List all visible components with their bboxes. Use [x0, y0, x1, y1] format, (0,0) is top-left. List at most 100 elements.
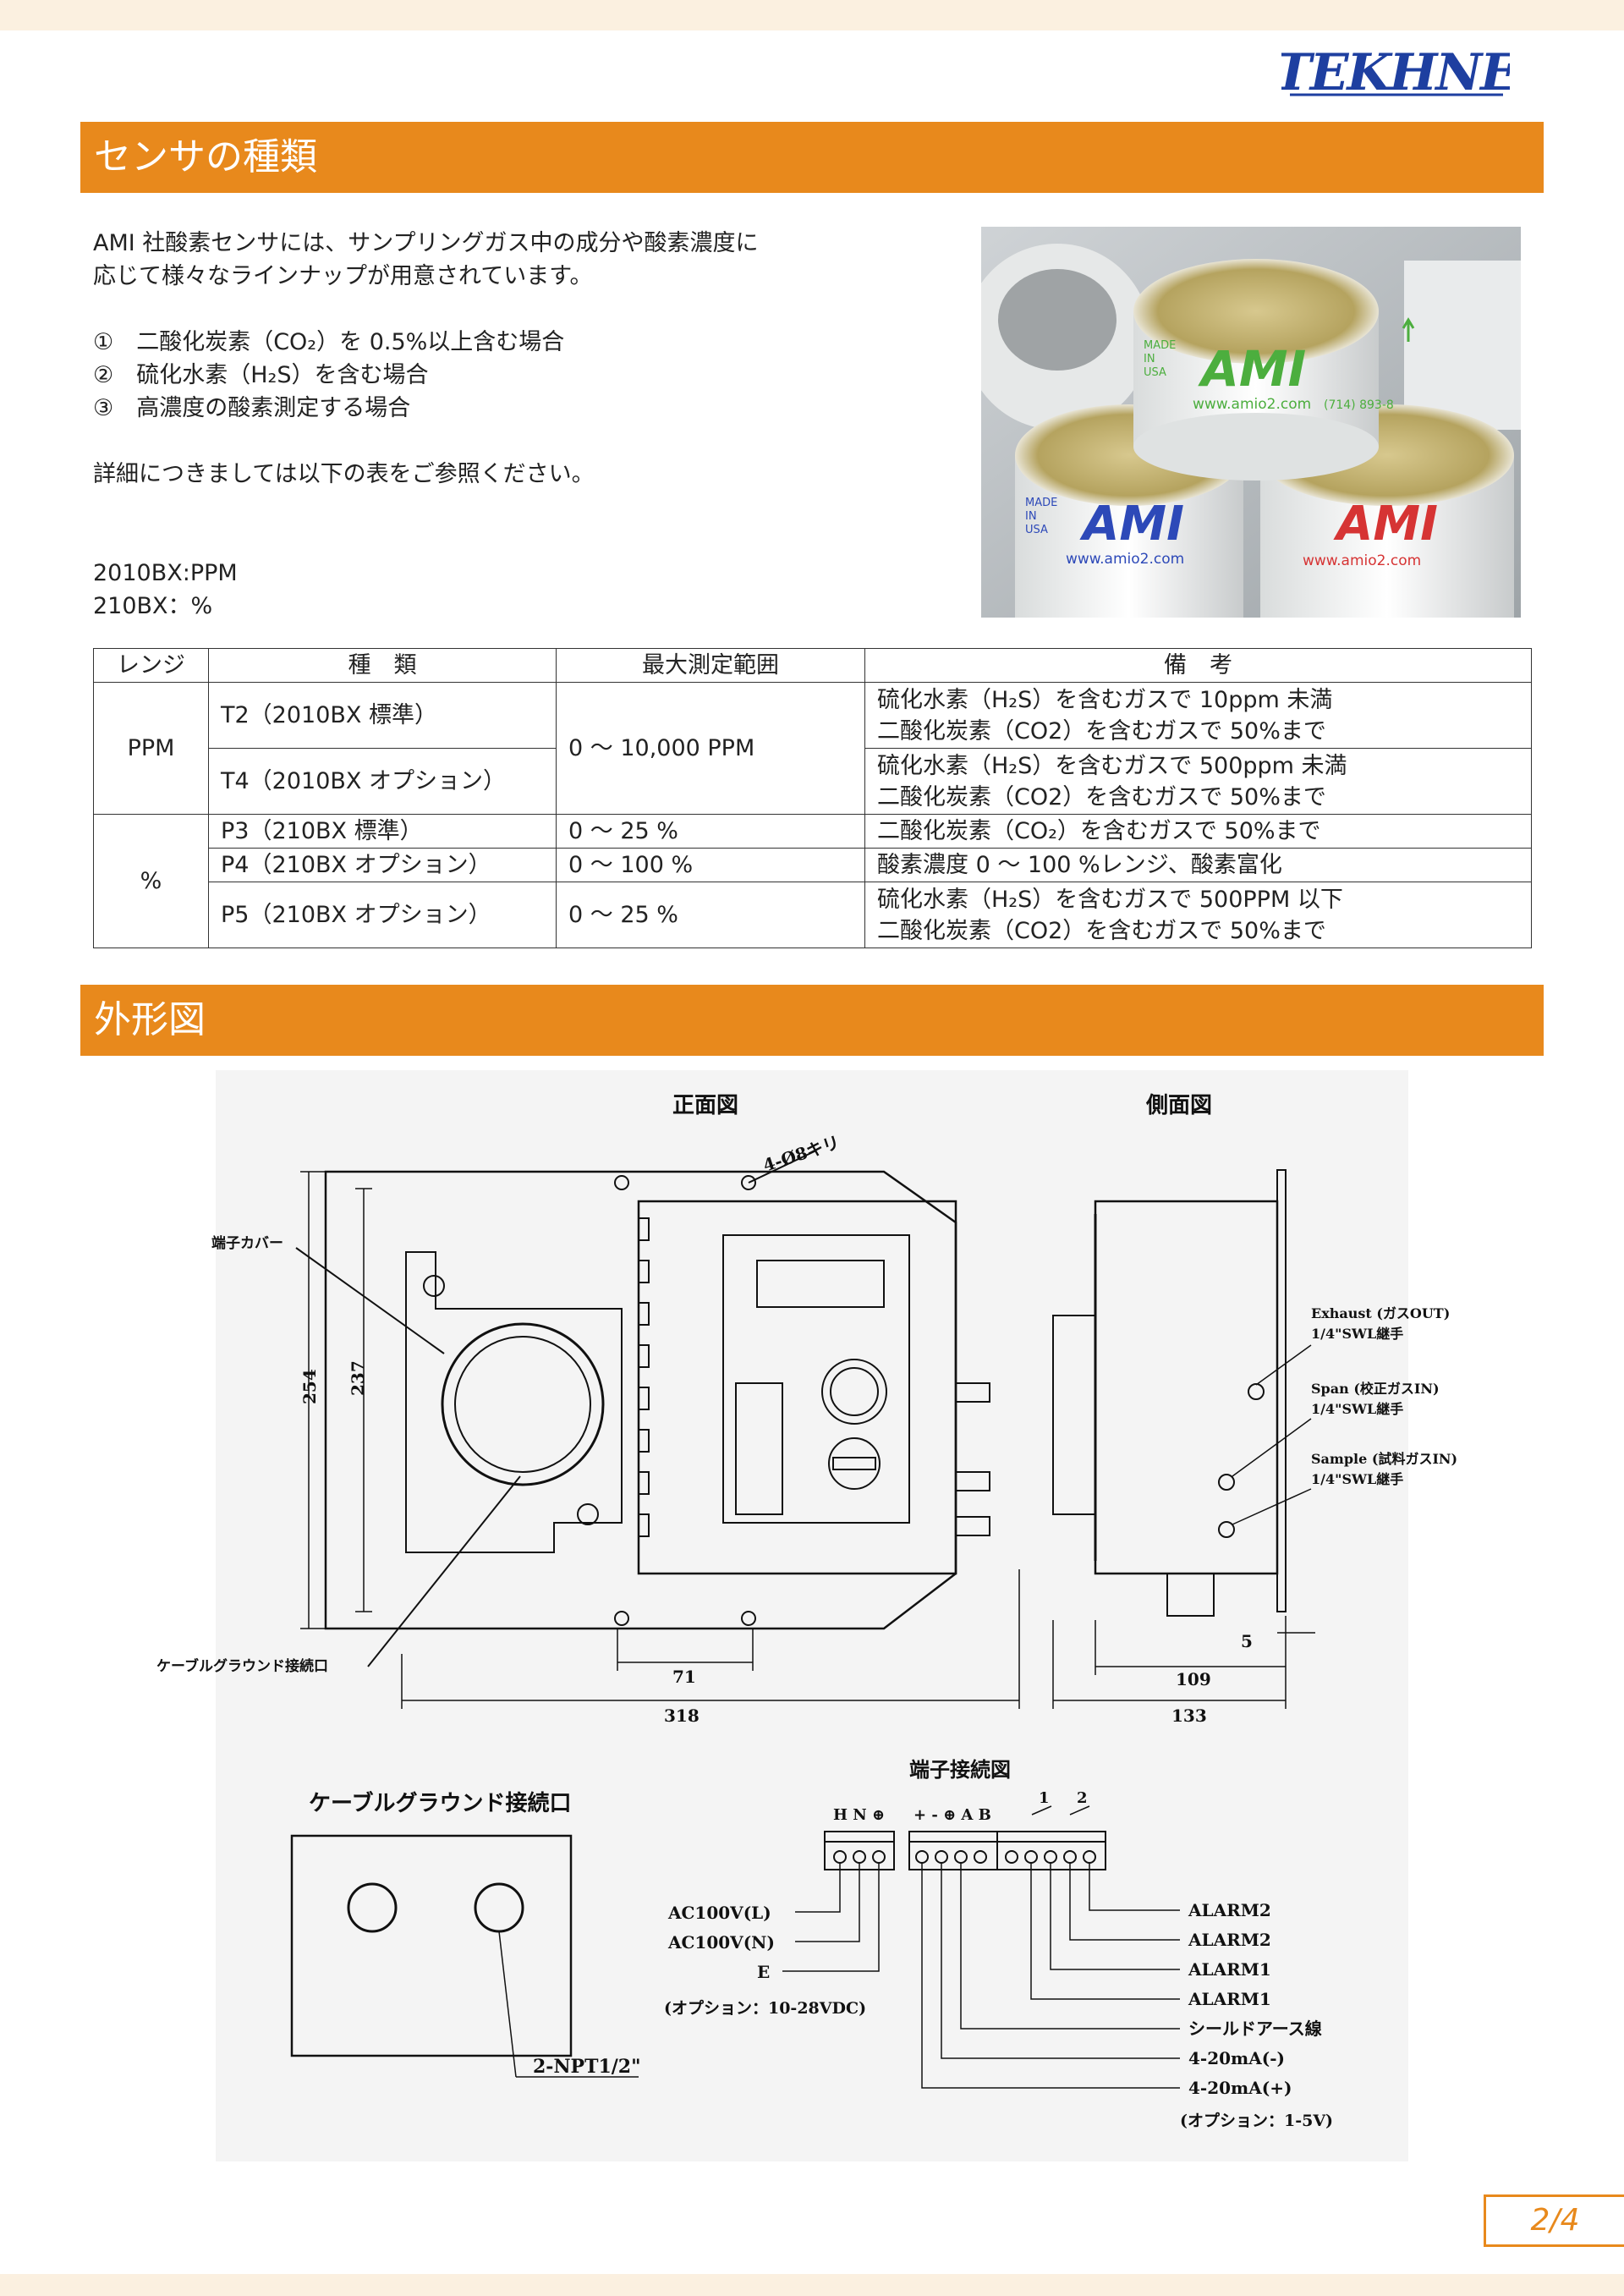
- note-line: 二酸化炭素（CO2）を含むガスで 50%まで: [877, 917, 1326, 944]
- max-range-cell: 0 ～ 100 %: [556, 848, 865, 882]
- table-row: PPM T2（2010BX 標準） 0 ～ 10,000 PPM 硫化水素（H₂…: [93, 682, 1532, 815]
- front-panel: [722, 1234, 910, 1524]
- dim-318: 318: [664, 1706, 700, 1726]
- notes-cell: 硫化水素（H₂S）を含むガスで 500PPM 以下 二酸化炭素（CO2）を含むガ…: [864, 882, 1532, 948]
- photo-brand: AMI: [1198, 340, 1306, 398]
- type-cell: T2（2010BX 標準）: [208, 682, 557, 749]
- photo-phone: (714) 893-8: [1324, 398, 1394, 412]
- range-cell: PPM: [93, 682, 209, 815]
- section-title-outline-drawing: 外形図: [80, 985, 1544, 1056]
- mounting-hole: [614, 1175, 629, 1190]
- notes-cell: 硫化水素（H₂S）を含むガスで 500ppm 未満 二酸化炭素（CO2）を含むガ…: [864, 748, 1532, 815]
- table-row: % P3（210BX 標準） 0 ～ 25 % 二酸化炭素（CO₂）を含むガスで…: [93, 814, 1532, 948]
- sensor-photo: AMI MADE IN USA www.amio2.com AMI www.am…: [981, 227, 1521, 618]
- hinge-tabs: [638, 1217, 650, 1537]
- alarm-number: 1: [1039, 1789, 1050, 1807]
- outline-drawing: 正面図 側面図 4-Ø8キリ 端子カバー ケーブルグラウンド接続口 254 23…: [156, 1070, 1457, 2161]
- photo-brand: AMI: [1079, 497, 1184, 552]
- mounting-hole: [741, 1175, 756, 1190]
- photo-made-in: MADE: [1144, 339, 1176, 352]
- table-header: 備 考: [864, 648, 1532, 683]
- model-line: 2010BX:PPM: [93, 560, 238, 586]
- intro-line: AMI 社酸素センサには、サンプリングガス中の成分や酸素濃度に: [93, 230, 759, 256]
- dim-254: 254: [299, 1369, 320, 1404]
- signal-terminal-block: [908, 1831, 1106, 1870]
- dim-109: 109: [1176, 1669, 1211, 1689]
- terminal-diagram-title: 端子接続図: [909, 1757, 1011, 1782]
- type-cell: P5（210BX オプション）: [208, 882, 557, 948]
- port-name: Exhaust (ガスOUT): [1311, 1305, 1450, 1321]
- port-exhaust: [1248, 1383, 1265, 1400]
- right-wire-label: ALARM1: [1188, 1959, 1271, 1980]
- note-line: 二酸化炭素（CO2）を含むガスで 50%まで: [877, 783, 1326, 810]
- notes-cell: 酸素濃度 0 ～ 100 %レンジ、酸素富化: [864, 848, 1532, 882]
- gland-plate: [290, 1834, 573, 2057]
- gland-size-label: 2-NPT1/2": [533, 2056, 641, 2078]
- top-band: [0, 0, 1624, 30]
- side-view-title: 側面図: [1145, 1093, 1212, 1118]
- photo-url: www.amio2.com: [1193, 396, 1311, 413]
- side-terminal-box: [1052, 1315, 1096, 1515]
- right-wire-label: (オプション：1-5V): [1180, 2111, 1333, 2130]
- photo-brand: AMI: [1333, 497, 1438, 552]
- sensor-spec-table: レンジ 種 類 最大測定範囲 備 考 PPM T2（2010BX 標準） 0 ～…: [93, 648, 1532, 948]
- max-range-cell: 0 ～ 25 %: [556, 882, 865, 948]
- dim-133: 133: [1171, 1706, 1207, 1726]
- table-row: P5（210BX オプション） 0 ～ 25 % 硫化水素（H₂S）を含むガスで…: [94, 882, 1532, 948]
- right-wire-label: ALARM1: [1188, 1989, 1271, 2009]
- note-line: 二酸化炭素（CO2）を含むガスで 50%まで: [877, 717, 1326, 744]
- right-wire-label: ALARM2: [1188, 1930, 1271, 1950]
- photo-url: www.amio2.com: [1303, 552, 1421, 569]
- range-cell: %: [93, 814, 209, 948]
- note-line: 硫化水素（H₂S）を含むガスで 500PPM 以下: [877, 886, 1343, 913]
- port-fitting: 1/4"SWL継手: [1311, 1326, 1403, 1342]
- right-wire-label: 4-20mA(+): [1188, 2078, 1292, 2098]
- table-row: T4（2010BX オプション） 硫化水素（H₂S）を含むガスで 500ppm …: [94, 748, 1532, 815]
- port-span: [1218, 1474, 1235, 1491]
- photo-made-in: MADE: [1025, 497, 1057, 509]
- left-wire-label: (オプション：10-28VDC): [664, 1998, 866, 2018]
- terminal-cover: [405, 1251, 623, 1553]
- dim-5: 5: [1241, 1631, 1253, 1651]
- left-wire-label: AC100V(L): [667, 1903, 771, 1923]
- signal-terminal-labels: + - ⊕ A B: [914, 1806, 991, 1824]
- case-item: ② 硫化水素（H₂S）を含む場合: [93, 362, 429, 388]
- cable-gland-label: ケーブルグラウンド接続口: [156, 1657, 328, 1675]
- left-wire-label: E: [757, 1962, 770, 1982]
- logo-text: TEKHNE: [1281, 43, 1510, 102]
- indicator-window: [735, 1382, 783, 1515]
- photo-made-in: USA: [1144, 366, 1166, 379]
- selector-switch: [828, 1437, 881, 1490]
- photo-made-in: IN: [1144, 353, 1155, 365]
- gland-title: ケーブルグラウンド接続口: [309, 1790, 571, 1816]
- mounting-hole: [614, 1611, 629, 1626]
- dim-71: 71: [672, 1667, 696, 1687]
- right-wire-label: ALARM2: [1188, 1900, 1271, 1920]
- note-line: 酸素濃度 0 ～ 100 %レンジ、酸素富化: [877, 852, 1282, 878]
- port-name: Span (校正ガスIN): [1311, 1381, 1440, 1397]
- terminal-cover-label: 端子カバー: [211, 1234, 283, 1252]
- type-cell: P4（210BX オプション）: [208, 848, 557, 882]
- intro-text: AMI 社酸素センサには、サンプリングガス中の成分や酸素濃度に 応じて様々なライ…: [93, 227, 939, 623]
- side-mounting-plate: [1276, 1169, 1287, 1612]
- bottom-band: [0, 2274, 1624, 2296]
- right-wire-label: 4-20mA(-): [1188, 2048, 1285, 2068]
- port-fitting: 1/4"SWL継手: [1311, 1471, 1403, 1487]
- table-header-row: レンジ 種 類 最大測定範囲 備 考: [93, 648, 1532, 683]
- max-range-cell: 0 ～ 10,000 PPM: [556, 682, 865, 815]
- table-header: 種 類: [208, 648, 557, 683]
- notes-cell: 硫化水素（H₂S）を含むガスで 10ppm 未満 二酸化炭素（CO2）を含むガス…: [864, 682, 1532, 749]
- dim-237: 237: [348, 1360, 368, 1396]
- note-line: 硫化水素（H₂S）を含むガスで 500ppm 未満: [877, 752, 1347, 779]
- photo-url: www.amio2.com: [1066, 551, 1184, 568]
- page-number: 2/4: [1484, 2194, 1624, 2247]
- intro-note: 詳細につきましては以下の表をご参照ください。: [93, 461, 595, 487]
- photo-made-in: IN: [1025, 510, 1037, 523]
- front-view-title: 正面図: [672, 1093, 738, 1118]
- knob: [821, 1359, 887, 1425]
- port-sample: [1218, 1521, 1235, 1538]
- max-range-cell: 0 ～ 25 %: [556, 814, 865, 849]
- photo-made-in: USA: [1025, 524, 1048, 536]
- table-header: レンジ: [93, 648, 209, 683]
- table-row: P4（210BX オプション） 0 ～ 100 % 酸素濃度 0 ～ 100 %…: [94, 848, 1532, 882]
